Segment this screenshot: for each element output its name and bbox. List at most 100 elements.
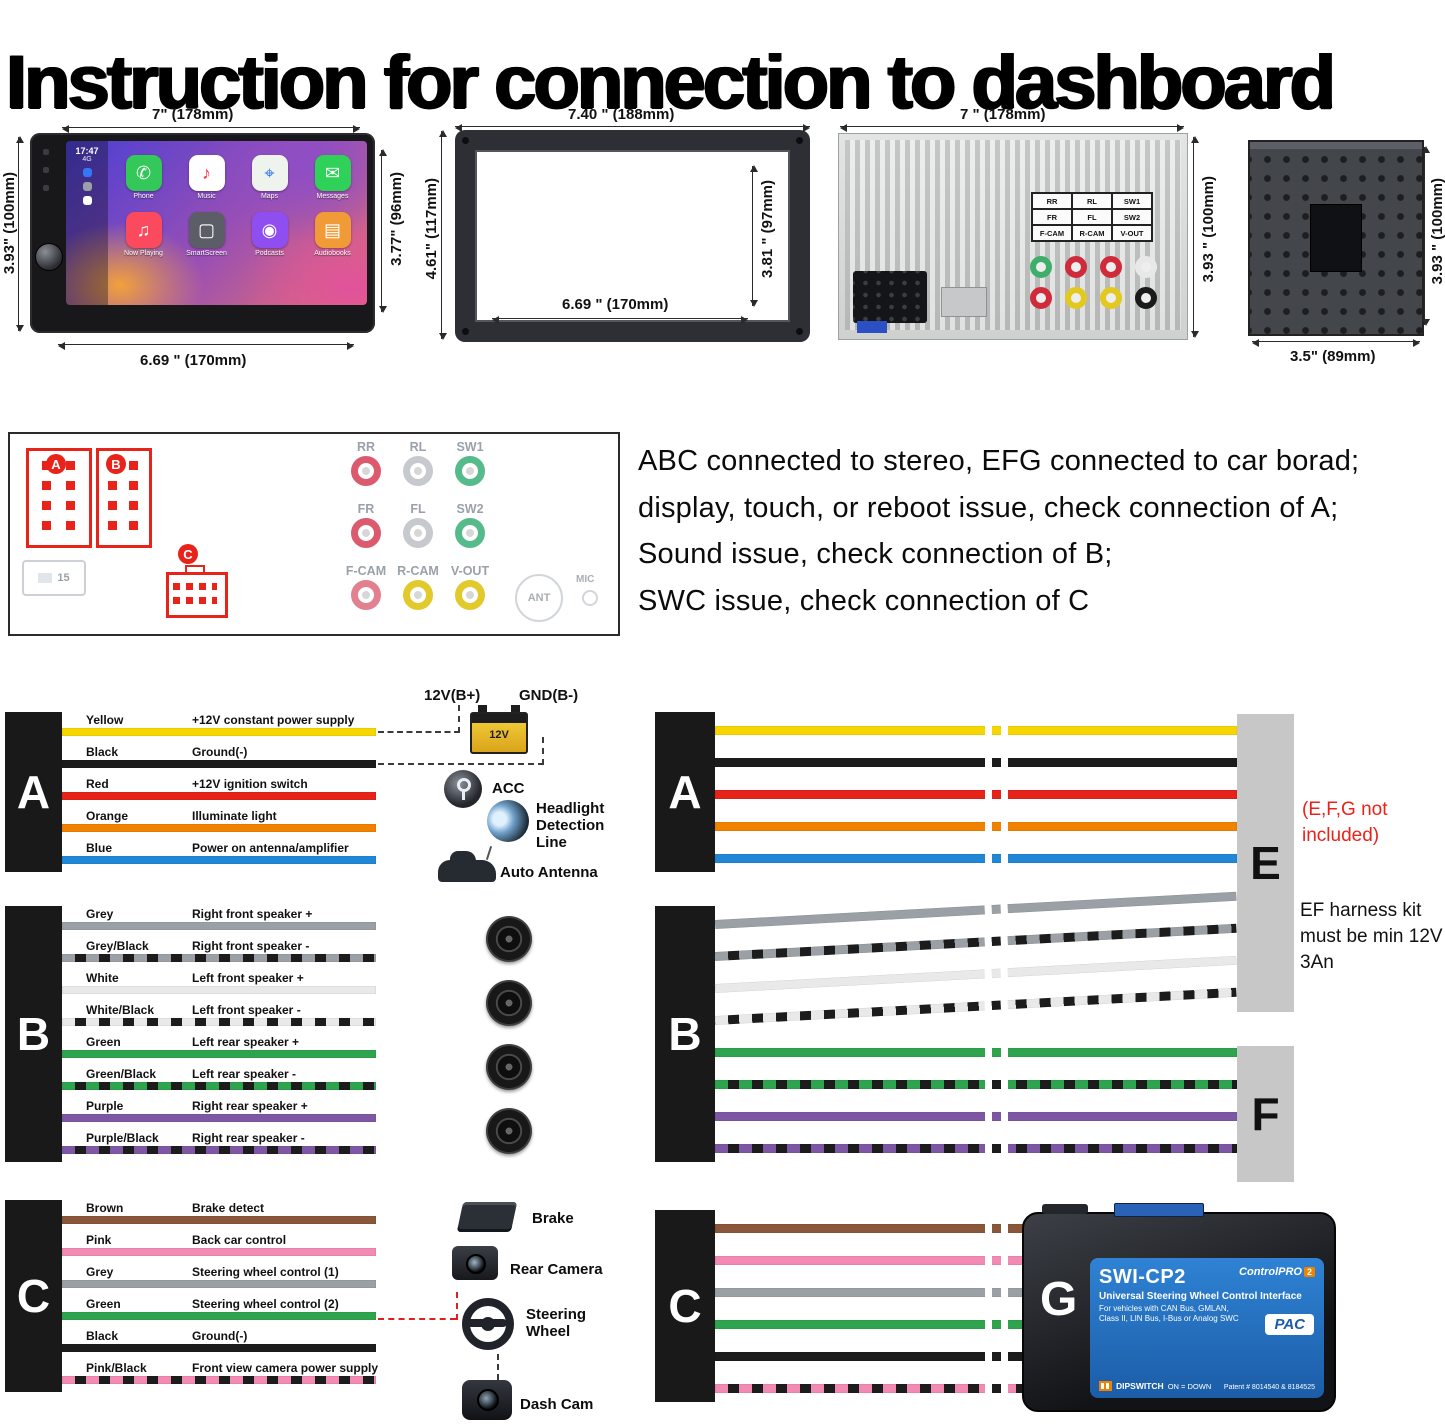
steering-wheel-label: Steering Wheel [526, 1306, 587, 1340]
rca-jack [351, 518, 381, 548]
harness-wire [715, 822, 1237, 831]
sleeve-edge [1250, 142, 1422, 149]
harness-wire [715, 1256, 1145, 1265]
wire-break [984, 934, 993, 951]
wire-color-name: Black [86, 1329, 119, 1343]
bezel-button-icon [43, 149, 49, 155]
mic-port [582, 590, 598, 606]
rca-port: FR [340, 502, 392, 564]
connector-c-wires: Brown Brake detect Pink Back car control… [62, 1200, 378, 1392]
app-item: ♫ Now Playing [112, 212, 175, 257]
port-table-row: F-CAM R-CAM V-OUT [1032, 225, 1152, 241]
app-grid: ✆ Phone ♪ Music ⌖ Maps ✉ [112, 155, 364, 257]
harness-wire-row [715, 1098, 1237, 1130]
dim-label: 7 " (178mm) [960, 106, 1046, 123]
wire [62, 1082, 376, 1090]
dim-line [15, 136, 24, 332]
wire-break [1001, 1221, 1008, 1237]
app-label: Audiobooks [314, 250, 351, 257]
harness-a-wires [715, 712, 1237, 872]
wire-color-name: Green [86, 1035, 121, 1049]
wire [62, 760, 376, 768]
harness-wire [715, 726, 1237, 735]
port-table: RR RL SW1 FR FL SW2 F-CAM R-CAM V-OUT [1031, 192, 1153, 242]
wire-color-name: White/Black [86, 1003, 155, 1017]
wire-color-name: Red [86, 777, 109, 791]
app-label: Music [197, 193, 216, 200]
dim-label: 3.93 " (100mm) [1429, 178, 1445, 285]
harness-wire-row [715, 840, 1237, 872]
wire-break [1001, 787, 1008, 803]
wire-row: Grey Right front speaker + [62, 906, 376, 938]
rca-port: R-CAM [392, 564, 444, 626]
rear-camera-icon [452, 1246, 498, 1280]
wire-row: Purple/Black Right rear speaker - [62, 1130, 376, 1162]
app-item: ▤ Audiobooks [301, 212, 364, 257]
wire-break [984, 998, 993, 1015]
instruction-line: SWC issue, check connection of C [638, 584, 1090, 617]
brand-text: ControlPRO [1239, 1266, 1302, 1278]
dim-label: 3.93" (100mm) [1, 172, 18, 275]
app-icon: ✉ [314, 155, 351, 191]
rca-jack [1064, 287, 1087, 309]
harness-wire-row [715, 744, 1237, 776]
wire [62, 1146, 376, 1154]
app-label: Maps [260, 193, 279, 200]
wire-break [1001, 755, 1008, 771]
sleeve-slot [1310, 204, 1362, 272]
wire-row: Black Ground(-) [62, 1328, 376, 1360]
dim-label: 6.69 " (170mm) [140, 352, 247, 369]
wire-break [1001, 1285, 1008, 1301]
harness-b-wires [714, 891, 1237, 1162]
wire-color-name: Pink [86, 1233, 112, 1247]
wire-description: Power on antenna/amplifier [192, 841, 349, 855]
wire [62, 1280, 376, 1288]
wire-break [1001, 1253, 1008, 1269]
wire-break [985, 1109, 992, 1125]
wire-description: Left front speaker + [192, 971, 304, 985]
port-cell: SW2 [1112, 209, 1152, 225]
wire [62, 856, 376, 864]
wire-break [1000, 933, 1009, 950]
harness-wire [715, 1288, 1145, 1297]
harness-b-block: B [655, 906, 715, 1162]
wire-color-name: Purple/Black [86, 1131, 159, 1145]
harness-wire-row [715, 776, 1237, 808]
rca-port-label: R-CAM [397, 564, 439, 578]
dim-line [438, 130, 447, 340]
speaker-icon [486, 1108, 532, 1154]
wire-row: Red +12V ignition switch [62, 776, 376, 808]
wire [62, 792, 376, 800]
wire-description: Right rear speaker + [192, 1099, 308, 1113]
patent-text: Patent # 8014540 & 8184525 [1223, 1384, 1315, 1391]
harness-wire [715, 758, 1237, 767]
rca-jack [455, 518, 485, 548]
app-label: Podcasts [255, 250, 284, 257]
wire-break [985, 1045, 992, 1061]
wire-break [1001, 1109, 1008, 1125]
instruction-line: Sound issue, check connection of B; [638, 538, 1113, 570]
harness-wire-row [715, 808, 1237, 840]
clock-text: 17:47 [75, 146, 99, 156]
headlight-label: Headlight Detection Line [536, 800, 605, 851]
app-icon: ♫ [125, 212, 162, 248]
wire-break [985, 1253, 992, 1269]
rca-jack [351, 456, 381, 486]
rca-jack [1134, 256, 1157, 278]
app-icon: ✆ [125, 155, 162, 191]
app-label: Messages [316, 193, 349, 200]
wire-break [1001, 851, 1008, 867]
rca-port-label: F-CAM [345, 564, 387, 578]
wire-color-name: Green/Black [86, 1067, 157, 1081]
rca-port: SW1 [444, 440, 496, 502]
device-tab [1042, 1204, 1088, 1214]
dim-label: 3.5" (89mm) [1290, 348, 1376, 365]
rca-port: RR [340, 440, 392, 502]
wire-row: Yellow +12V constant power supply [62, 712, 376, 744]
wire-description: Brake detect [192, 1201, 265, 1215]
wire-row: Purple Right rear speaker + [62, 1098, 376, 1130]
wire [62, 728, 376, 736]
harness-wire-row [715, 712, 1237, 744]
app-item: ◉ Podcasts [238, 212, 301, 257]
